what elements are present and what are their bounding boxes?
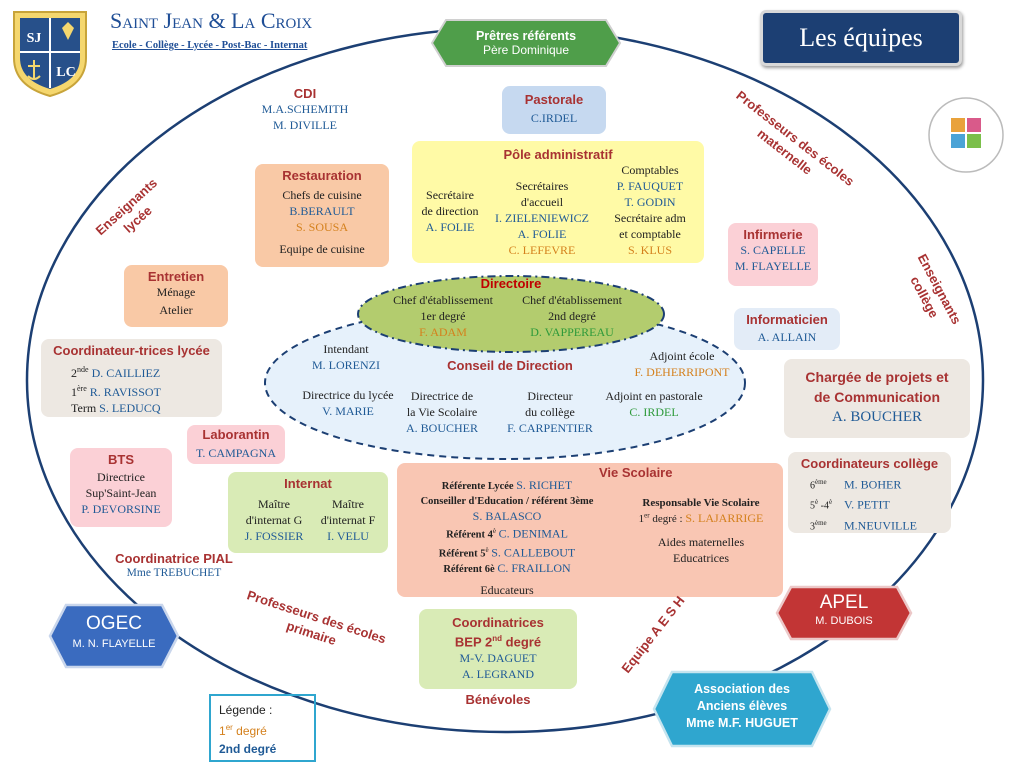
benevoles-label: Bénévoles	[465, 692, 531, 707]
restauration-box: Restauration Chefs de cuisine B.BERAULT …	[255, 164, 389, 267]
laborantin-box: Laborantin T. CAMPAGNA	[187, 425, 285, 464]
vie-scolaire-left: Référente Lycée S. RICHET Conseiller d'E…	[420, 478, 594, 597]
pole-sec-direction: Secrétaire de direction A. FOLIE	[421, 188, 479, 234]
cdi-name-1: M.A.SCHEMITH	[261, 102, 349, 116]
pole-title: Pôle administratif	[503, 147, 613, 162]
coord-lycee-row: 2nde D. CAILLIEZ	[71, 365, 161, 380]
legend-box: Légende : 1er degré 2nd degré	[209, 694, 316, 762]
directoire-chef1: Chef d'établissement 1er degré F. ADAM	[393, 293, 493, 339]
internat-box: Internat Maître d'internat G J. FOSSIER …	[228, 472, 388, 553]
pretres-title: Prêtres référents	[475, 29, 577, 43]
restauration-chefs-label: Chefs de cuisine	[282, 188, 362, 202]
pretres-referents-box: Prêtres référents Père Dominique	[430, 18, 622, 68]
anciens-eleves-box: Association des Anciens élèves Mme M.F. …	[652, 670, 832, 748]
legend-second-degree: 2nd degré	[219, 742, 277, 756]
pretres-name: Père Dominique	[482, 43, 570, 57]
conseil-title: Conseil de Direction	[447, 358, 573, 373]
ogec-box: OGEC M. N. FLAYELLE	[48, 603, 180, 669]
informaticien-box: Informaticien A. ALLAIN	[734, 308, 840, 350]
chargee-box: Chargée de projets et de Communication A…	[784, 359, 970, 438]
svg-text:SJ: SJ	[27, 31, 42, 46]
internat-f: Maître d'internat F I. VELU	[320, 497, 376, 543]
directoire-chef2: Chef d'établissement 2nd degré D. VAPPER…	[522, 293, 622, 339]
restauration-name-2: S. SOUSA	[295, 220, 349, 234]
conseil-adj-pastorale: Adjoint en pastorale C. IRDEL	[605, 389, 703, 419]
pastorale-name: C.IRDEL	[530, 111, 578, 125]
school-subtitle: Ecole - Collège - Lycée - Post-Bac - Int…	[112, 40, 308, 51]
pastorale-box: Pastorale C.IRDEL	[502, 86, 606, 134]
restauration-title: Restauration	[282, 168, 362, 183]
diocese-logo-icon	[927, 96, 1005, 174]
school-crest-icon: SJ LC	[10, 6, 90, 98]
cdi-name-2: M. DIVILLE	[273, 118, 337, 132]
coord-lycee-row: Term S. LEDUCQ	[71, 401, 161, 415]
svg-text:LC: LC	[56, 65, 75, 80]
infirmerie-box: Infirmerie S. CAPELLE M. FLAYELLE	[728, 223, 818, 286]
restauration-name-1: B.BERAULT	[289, 204, 355, 218]
page-title: Les équipes	[760, 10, 962, 66]
bts-box: BTS Directrice Sup'Saint-Jean P. DEVORSI…	[70, 448, 172, 527]
pole-comptables: Comptables P. FAUQUET T. GODIN Secrétair…	[614, 163, 686, 257]
pole-administratif-box: Pôle administratif Secrétaire de directi…	[412, 141, 704, 263]
conseil-dir-lycee: Directrice du lycée V. MARIE	[302, 388, 394, 418]
pole-sec-accueil: Secrétaires d'accueil I. ZIELENIEWICZ A.…	[495, 179, 589, 257]
vie-scolaire-box: Vie Scolaire Référente Lycée S. RICHET C…	[397, 463, 783, 597]
vie-scolaire-right: Responsable Vie Scolaire 1er degré : S. …	[638, 497, 764, 565]
pastorale-title: Pastorale	[524, 92, 584, 107]
infirmerie-title: Infirmerie	[743, 227, 803, 242]
conseil-intendant: Intendant M. LORENZI	[312, 342, 380, 372]
conseil-adjoint-ecole: Adjoint école F. DEHERRIPONT	[634, 349, 730, 379]
conseil-dir-college: Directeur du collège F. CARPENTIER	[507, 389, 593, 435]
internat-g: Maître d'internat G J. FOSSIER	[244, 497, 304, 543]
legend-first-degree: 1er degré	[219, 723, 267, 738]
bep-box: Coordinatrices BEP 2nd degré M-V. DAGUET…	[419, 609, 577, 689]
coord-lycee-row: 1ère R. RAVISSOT	[71, 384, 161, 399]
coord-lycee-rows: 2nde D. CAILLIEZ 1ère R. RAVISSOT Term S…	[45, 362, 218, 416]
restauration-equipe: Equipe de cuisine	[279, 242, 365, 256]
cdi-title: CDI	[293, 86, 317, 101]
cdi-box: CDI M.A.SCHEMITH M. DIVILLE	[245, 86, 365, 133]
pial-box: Coordinatrice PIAL Mme TREBUCHET	[115, 551, 233, 579]
coord-lycee-box: Coordinateur-trices lycée 2nde D. CAILLI…	[41, 339, 222, 417]
conseil-dir-vie-scolaire: Directrice de la Vie Scolaire A. BOUCHER	[405, 389, 478, 435]
entretien-box: Entretien Ménage Atelier	[124, 265, 228, 327]
school-name: Saint Jean & La Croix	[110, 8, 313, 33]
apel-box: APEL M. DUBOIS	[775, 585, 913, 641]
directoire-title: Directoire	[480, 276, 542, 291]
entretien-title: Entretien	[147, 269, 205, 284]
